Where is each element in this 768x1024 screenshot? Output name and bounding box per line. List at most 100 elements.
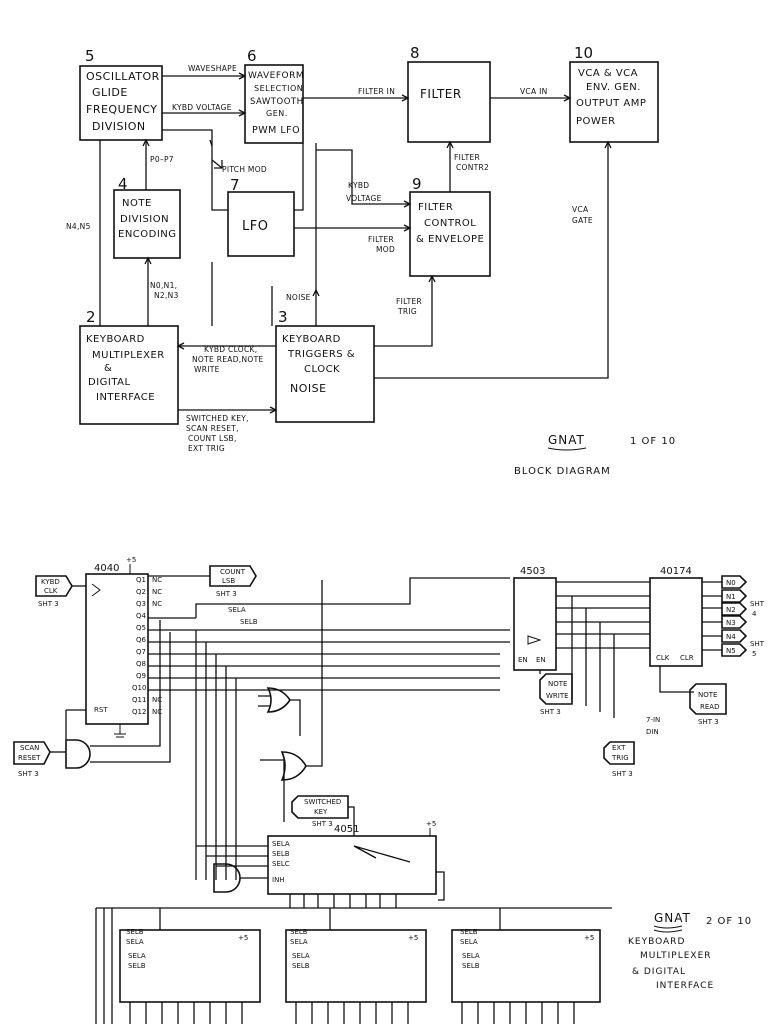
nc-label: NC [152,708,162,716]
supply-label: +5 [408,934,418,942]
q-pin: Q4 [136,612,147,620]
block-label: CONTROL [424,218,476,229]
svg-text:LSB: LSB [222,577,235,585]
svg-text:EN: EN [518,656,528,664]
sheet-subtitle: INTERFACE [656,981,714,991]
nc-label: NC [152,588,162,596]
svg-text:SHT 3: SHT 3 [18,770,39,778]
block-label: KEYBOARD [86,334,145,345]
offpage-scan-reset: SCAN RESET SHT 3 [13,741,66,778]
chip-4051: 4051 +5 SELA SELB SELC INH [196,820,445,908]
sheet-subtitle: KEYBOARD [628,937,685,947]
block-diagram: 5 OSCILLATOR GLIDE FREQUENCY DIVISION 6 … [66,44,675,477]
svg-text:SWITCHED: SWITCHED [304,798,341,806]
block-label: ENCODING [118,229,177,240]
svg-text:NOTE: NOTE [698,691,717,699]
block-vca: 10 VCA & VCA ENV. GEN. OUTPUT AMP POWER [569,44,659,143]
svg-text:SELB: SELB [126,928,144,936]
svg-text:TRIG: TRIG [611,754,629,762]
sheet-title: GNAT [548,433,585,447]
q-pin: Q6 [136,636,147,644]
supply-label: +5 [426,820,436,828]
block-number: 8 [410,44,420,62]
q-pin-labels: Q1 Q2 Q3 Q4 Q5 Q6 Q7 Q8 Q9 Q10 Q11 Q12 [132,576,147,716]
svg-text:SELB: SELB [272,850,290,858]
sheet-title: GNAT [654,911,691,925]
block-label: & ENVELOPE [416,234,484,245]
svg-text:WRITE: WRITE [546,692,569,700]
nc-label: NC [152,600,162,608]
block-label: SELECTION [254,84,303,93]
signal-label: COUNT LSB, [188,434,237,443]
note-outputs: N0 N1 N2 N3 N4 N5 SHT 4 SHT 5 [721,575,765,658]
svg-text:COUNT: COUNT [220,568,246,576]
svg-text:SCAN: SCAN [20,744,39,752]
chip-label: 4040 [94,563,119,574]
q-pin: Q7 [136,648,146,656]
signal-label: P0–P7 [150,155,174,164]
signal-label: TRIG [397,307,417,316]
block-label: NOISE [290,382,327,395]
sheet2-title-block: GNAT 2 OF 10 KEYBOARD MULTIPLEXER & DIGI… [628,911,752,991]
signal-label: WRITE [194,365,220,374]
svg-text:4: 4 [752,610,757,618]
block-label: SAWTOOTH [250,97,303,107]
svg-text:SELB: SELB [462,962,480,970]
signal-label: GATE [572,216,593,225]
block-label: CLOCK [304,364,340,375]
offpage-kybd-clk: KYBD CLK SHT 3 [35,575,86,608]
supply-label: +5 [126,556,136,564]
signal-label: SCAN RESET, [186,424,239,433]
q-pin: Q5 [136,624,146,632]
svg-text:DIN: DIN [646,728,659,736]
chip-label: 4051 [334,824,359,835]
svg-text:SELA: SELA [460,938,478,946]
nor-gate-upper [258,687,301,736]
svg-text:SELA: SELA [462,952,480,960]
svg-text:EXT: EXT [612,744,626,752]
svg-text:CLR: CLR [680,654,694,662]
block-label: DIVISION [120,214,169,225]
block-number: 3 [278,308,288,326]
block-label: DIGITAL [88,377,131,388]
nc-label: NC [152,576,162,584]
block-label: & [104,363,112,374]
offpage-note-read: NOTE READ SHT 3 [689,683,727,726]
svg-text:CLK: CLK [656,654,670,662]
offpage-switched-key: SWITCHED KEY SHT 3 [291,795,355,836]
signal-label: NOTE READ,NOTE [192,355,264,364]
block-number: 7 [230,176,240,194]
svg-text:SHT 3: SHT 3 [540,708,561,716]
supply-label: +5 [238,934,248,942]
signal-label: FILTER IN [358,87,395,96]
and-gate-inhibit [213,863,268,893]
svg-text:SELA: SELA [290,938,308,946]
q-pin: Q2 [136,588,146,596]
q-pin: Q9 [136,672,146,680]
block-label: OUTPUT AMP [576,98,646,109]
block-number: 6 [247,47,257,65]
svg-text:SELC: SELC [272,860,290,868]
block-label: FREQUENCY [86,103,158,116]
signal-label: MOD [376,245,395,254]
block-label: ENV. GEN. [586,82,641,93]
sheet1-title-block: GNAT 1 OF 10 BLOCK DIAGRAM [514,433,675,477]
block-label: NOTE [122,198,152,209]
block-label: INTERFACE [96,392,155,403]
svg-text:EN: EN [536,656,546,664]
signal-label: FILTER [454,153,480,162]
svg-text:SELA: SELA [228,606,246,614]
block-label: LFO [242,219,268,234]
sheet-page-number: 2 OF 10 [706,916,752,927]
chip-4503: 4503 EN EN [513,566,630,718]
block-keyboard-triggers: 3 KEYBOARD TRIGGERS & CLOCK NOISE [275,308,375,423]
svg-text:KEY: KEY [314,808,328,816]
svg-text:RESET: RESET [18,754,41,762]
bottom-mux-row: SELB SELA SELA SELB SELB SELA SELA SELB … [95,907,612,1024]
signal-label: KYBD [348,181,369,190]
signal-label: VCA [572,205,589,214]
signal-label: VOLTAGE [346,194,382,203]
signal-label: N4,N5 [66,222,91,231]
block-number: 9 [412,175,422,193]
